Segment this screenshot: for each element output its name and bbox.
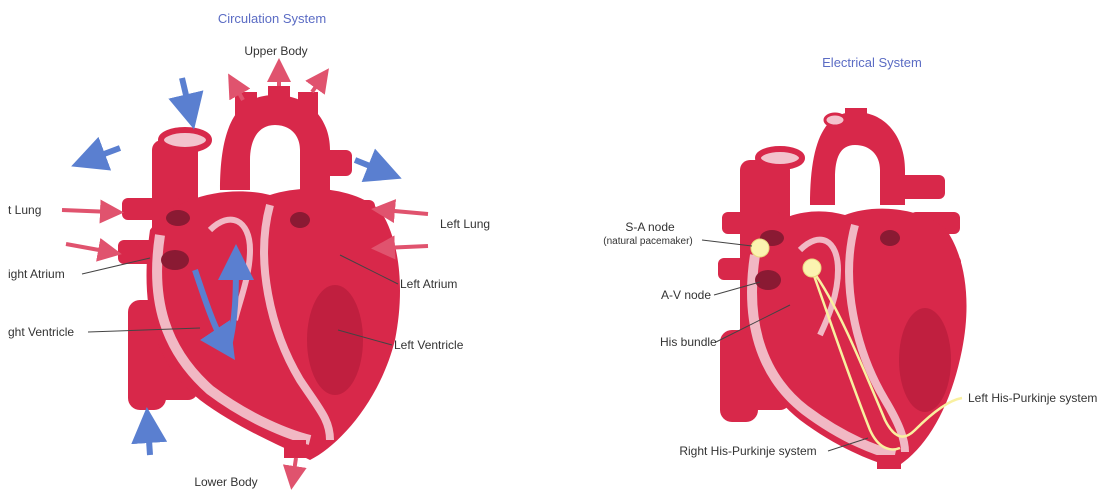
av-node [803, 259, 821, 277]
vessel-opening-e [825, 114, 845, 126]
chamber-dark-3 [290, 212, 310, 228]
label-his-bundle: His bundle [660, 335, 717, 349]
circulation-heart [118, 86, 400, 460]
label-sa-node-sub: (natural pacemaker) [603, 236, 692, 247]
upper-vessel-1 [235, 92, 257, 122]
arrow-left-lung-2 [383, 246, 428, 248]
upper-vessel-2 [268, 86, 290, 116]
electrical-heart [718, 108, 967, 469]
arrow-right-lung-2 [66, 244, 110, 252]
left-ventricle-cavity [307, 285, 363, 395]
pulmonary-artery-e [895, 175, 945, 199]
arrow-upper-body-3 [312, 78, 322, 92]
arrow-to-right-lung [88, 148, 120, 160]
lower-outflow-e [877, 455, 901, 469]
chamber-dark-e2 [755, 270, 781, 290]
vena-cava-opening [161, 130, 209, 150]
label-left-atrium: Left Atrium [400, 277, 457, 291]
circulation-title: Circulation System [218, 11, 326, 26]
label-av-node: A-V node [661, 288, 711, 302]
label-right-purkinje: Right His-Purkinje system [679, 444, 816, 458]
label-left-purkinje: Left His-Purkinje system [968, 391, 1097, 405]
sa-node [751, 239, 769, 257]
chamber-dark-1 [166, 210, 190, 226]
lower-outflow [284, 440, 306, 458]
vena-cava-opening-e [758, 149, 802, 167]
arrow-from-upper-body [182, 78, 190, 112]
pulmonary-artery [300, 150, 352, 176]
upper-vessel-e [845, 108, 867, 136]
arrow-to-left-lung [355, 160, 385, 172]
leader-right-atrium [82, 258, 150, 274]
upper-vessel-3 [298, 92, 318, 120]
label-sa-node: S-A node [625, 220, 675, 234]
label-left-ventricle: Left Ventricle [394, 338, 464, 352]
arrow-to-lower-body [293, 458, 296, 478]
label-right-atrium: ight Atrium [8, 267, 65, 281]
arrow-left-lung-1 [383, 210, 428, 214]
lv-cavity-e [899, 308, 951, 412]
label-right-ventricle: ght Ventricle [8, 325, 74, 339]
arrow-from-lower-body [148, 425, 150, 455]
label-left-lung: Left Lung [440, 217, 490, 231]
chamber-dark-2 [161, 250, 189, 270]
arrow-right-lung-1 [62, 210, 112, 212]
label-right-lung: t Lung [8, 203, 41, 217]
label-lower-body: Lower Body [194, 475, 257, 489]
label-upper-body: Upper Body [244, 44, 307, 58]
electrical-title: Electrical System [822, 55, 922, 70]
chamber-dark-e3 [880, 230, 900, 246]
